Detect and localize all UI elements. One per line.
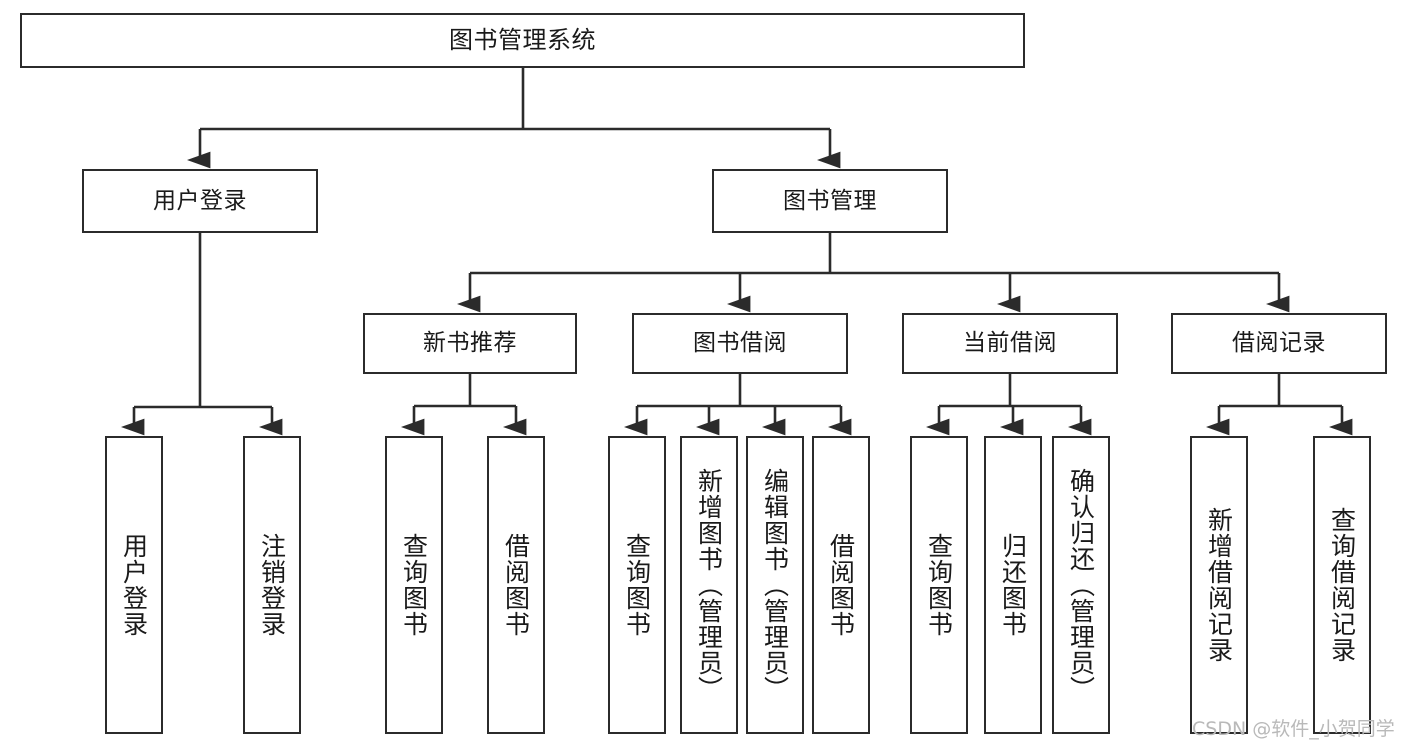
leaf-borrow-book[interactable]: 借阅图书 — [812, 436, 870, 734]
node-user-login-label: 用户登录 — [153, 187, 247, 214]
node-borrow-record-label: 借阅记录 — [1232, 330, 1326, 357]
leaf-user-login-label: 用户登录 — [119, 533, 149, 637]
leaf-edit-book[interactable]: 编辑图书（管理员） — [746, 436, 804, 734]
leaf-add-book-label: 新增图书（管理员） — [694, 468, 724, 702]
leaf-query-book-cur-label: 查询图书 — [924, 533, 954, 637]
csdn-watermark: CSDN @软件_小贺同学 — [1192, 718, 1395, 740]
node-current-borrow-label: 当前借阅 — [963, 330, 1057, 357]
node-book-manage[interactable]: 图书管理 — [712, 169, 948, 233]
leaf-borrow-book-label: 借阅图书 — [826, 533, 856, 637]
node-root[interactable]: 图书管理系统 — [20, 13, 1025, 68]
node-root-label: 图书管理系统 — [449, 25, 596, 54]
leaf-edit-book-label: 编辑图书（管理员） — [760, 468, 790, 702]
leaf-borrow-book-rec-label: 借阅图书 — [501, 533, 531, 637]
node-book-borrow-label: 图书借阅 — [693, 330, 787, 357]
leaf-confirm-return-label: 确认归还（管理员） — [1066, 468, 1096, 702]
leaf-confirm-return[interactable]: 确认归还（管理员） — [1052, 436, 1110, 734]
leaf-query-book-borrow-label: 查询图书 — [622, 533, 652, 637]
leaf-query-record-label: 查询借阅记录 — [1327, 507, 1357, 663]
leaf-user-logout[interactable]: 注销登录 — [243, 436, 301, 734]
leaf-query-book-cur[interactable]: 查询图书 — [910, 436, 968, 734]
leaf-add-record-label: 新增借阅记录 — [1204, 507, 1234, 663]
leaf-add-record[interactable]: 新增借阅记录 — [1190, 436, 1248, 734]
leaf-user-logout-label: 注销登录 — [257, 533, 287, 637]
leaf-return-book-label: 归还图书 — [998, 533, 1028, 637]
node-user-login[interactable]: 用户登录 — [82, 169, 318, 233]
leaf-return-book[interactable]: 归还图书 — [984, 436, 1042, 734]
node-new-book-rec[interactable]: 新书推荐 — [363, 313, 577, 374]
leaf-query-record[interactable]: 查询借阅记录 — [1313, 436, 1371, 734]
leaf-add-book[interactable]: 新增图书（管理员） — [680, 436, 738, 734]
node-current-borrow[interactable]: 当前借阅 — [902, 313, 1118, 374]
node-book-manage-label: 图书管理 — [783, 187, 877, 214]
leaf-borrow-book-rec[interactable]: 借阅图书 — [487, 436, 545, 734]
node-borrow-record[interactable]: 借阅记录 — [1171, 313, 1387, 374]
node-new-book-rec-label: 新书推荐 — [423, 330, 517, 357]
leaf-user-login[interactable]: 用户登录 — [105, 436, 163, 734]
leaf-query-book-rec[interactable]: 查询图书 — [385, 436, 443, 734]
node-book-borrow[interactable]: 图书借阅 — [632, 313, 848, 374]
leaf-query-book-borrow[interactable]: 查询图书 — [608, 436, 666, 734]
leaf-query-book-rec-label: 查询图书 — [399, 533, 429, 637]
